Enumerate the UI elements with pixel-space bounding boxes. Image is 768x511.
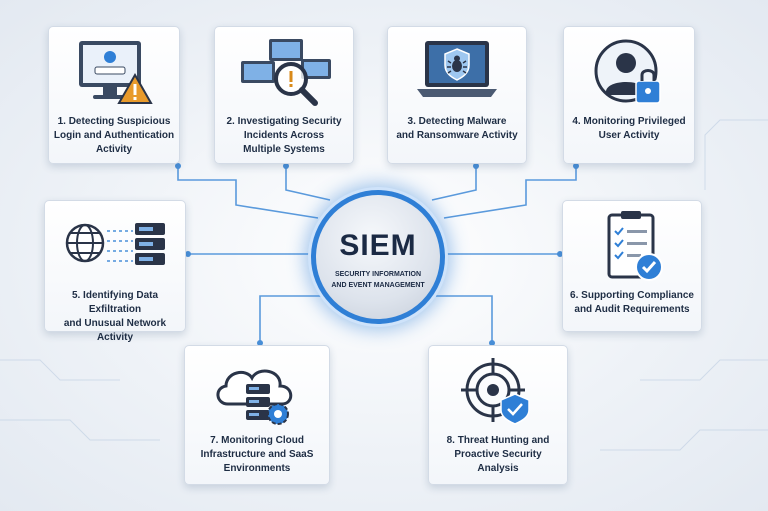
card-label: 8. Threat Hunting and Proactive Security… <box>446 435 550 474</box>
card-label: 1. Detecting Suspicious Login and Authen… <box>53 116 175 155</box>
card-threat-hunting: 8. Threat Hunting and Proactive Security… <box>428 345 568 485</box>
monitor-warning-icon <box>49 35 179 113</box>
siem-hub: SIEM SECURITY INFORMATION AND EVENT MANA… <box>311 190 445 324</box>
laptop-shield-bug-icon <box>388 35 526 113</box>
card-cloud-saas: 7. Monitoring Cloud Infrastructure and S… <box>184 345 330 485</box>
clipboard-check-icon <box>563 209 701 287</box>
hub-title: SIEM <box>339 229 417 262</box>
card-label: 5. Identifying Data Exfiltration and Unu… <box>63 290 167 343</box>
card-label: 2. Investigating Security Incidents Acro… <box>226 116 342 155</box>
card-label: 4. Monitoring Privileged User Activity <box>572 116 686 141</box>
card-label: 6. Supporting Compliance and Audit Requi… <box>570 290 694 315</box>
hub-subtitle: SECURITY INFORMATION AND EVENT MANAGEMEN… <box>331 271 425 289</box>
card-suspicious-login: 1. Detecting Suspicious Login and Authen… <box>48 26 180 164</box>
card-privileged-users: 4. Monitoring Privileged User Activity <box>563 26 695 164</box>
card-label: 7. Monitoring Cloud Infrastructure and S… <box>200 435 314 474</box>
cloud-server-gear-icon <box>185 354 329 432</box>
card-label: 3. Detecting Malware and Ransomware Acti… <box>396 116 518 141</box>
card-malware-detection: 3. Detecting Malware and Ransomware Acti… <box>387 26 527 164</box>
card-investigating-incidents: 2. Investigating Security Incidents Acro… <box>214 26 354 164</box>
card-compliance-audit: 6. Supporting Compliance and Audit Requi… <box>562 200 702 332</box>
user-lock-icon <box>564 35 694 113</box>
magnifier-monitors-icon <box>215 35 353 113</box>
target-shield-icon <box>429 354 567 432</box>
globe-server-icon <box>45 209 185 287</box>
card-data-exfiltration: 5. Identifying Data Exfiltration and Unu… <box>44 200 186 343</box>
